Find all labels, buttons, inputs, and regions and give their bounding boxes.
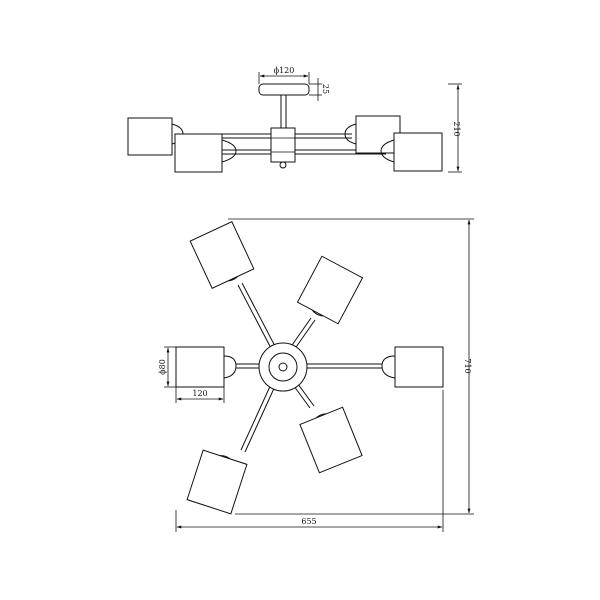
dimension-overall-depth: 710 <box>228 218 474 515</box>
dimension-shade-length: 120 <box>175 387 225 403</box>
canopy-height-label: 25 <box>321 84 330 94</box>
shade-diameter-label: ϕ80 <box>158 359 167 375</box>
canopy-diameter-label: ϕ120 <box>274 66 295 75</box>
center-screw <box>278 362 288 372</box>
lamp-lower-right <box>299 406 363 474</box>
lamp-shade <box>355 115 401 154</box>
arm-upper-left <box>237 282 278 353</box>
canopy-plate <box>258 83 310 96</box>
center-canopy <box>258 342 308 392</box>
top-view: ϕ80 120 655 710 <box>158 218 474 532</box>
dimension-total-height: 210 <box>448 83 462 173</box>
lamp-right <box>381 346 444 388</box>
arm-right <box>306 363 382 369</box>
lamp-shade <box>296 255 364 325</box>
dimension-canopy-height: 25 <box>309 78 330 101</box>
arm-left <box>236 363 262 369</box>
total-height-label: 210 <box>452 121 461 136</box>
lamp-shade <box>127 117 173 156</box>
arm-lower-left <box>240 381 277 453</box>
lamp-left <box>175 346 237 388</box>
lamp-shade <box>299 406 363 474</box>
finial <box>279 161 287 169</box>
lamp-shade <box>174 133 223 173</box>
overall-width-label: 655 <box>301 517 316 526</box>
side-view: ϕ120 25 210 <box>127 66 462 173</box>
socket-cup <box>380 139 395 163</box>
socket-cup <box>381 355 396 379</box>
center-ring <box>268 352 298 382</box>
lamp-shade <box>186 449 248 515</box>
lamp-upper-left <box>189 221 255 289</box>
arm-upper-right <box>289 317 316 351</box>
shade-length-label: 120 <box>192 389 207 398</box>
dimension-shade-diameter: ϕ80 <box>158 346 176 388</box>
lamp-lower-left <box>186 449 248 515</box>
socket-cup <box>223 355 237 379</box>
lamp-shade <box>189 221 255 289</box>
overall-depth-label: 710 <box>463 358 472 373</box>
lamp-upper-right <box>296 255 364 325</box>
lamp-shade <box>175 346 225 388</box>
lamp-shade <box>393 132 443 172</box>
socket-cup <box>221 139 237 163</box>
center-hub <box>270 127 296 163</box>
lamp-shade <box>394 346 444 388</box>
dimension-canopy-diameter: ϕ120 <box>258 66 310 84</box>
dimension-overall-width: 655 <box>175 390 444 532</box>
socket-cup <box>344 123 357 145</box>
